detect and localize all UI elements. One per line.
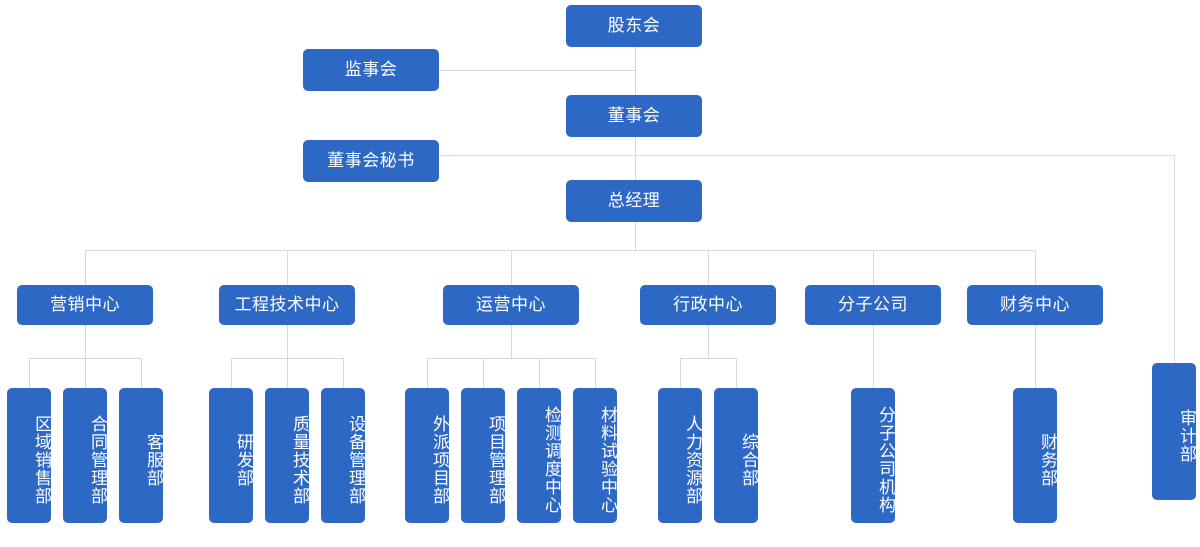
node-dept-material-testing[interactable]: 材料试验中心 — [573, 388, 617, 523]
node-dept-research-development[interactable]: 研发部 — [209, 388, 253, 523]
node-center-marketing-label: 营销中心 — [50, 294, 120, 314]
connector-bus-to-marketing — [85, 250, 86, 285]
node-board-secretary[interactable]: 董事会秘书 — [303, 140, 439, 182]
node-dept-human-resources-label: 人力资源部 — [683, 415, 702, 505]
node-center-subsidiaries-label: 分子公司 — [838, 294, 908, 314]
node-dept-subsidiary-organizations-label: 分子公司机构 — [876, 406, 895, 514]
node-dept-general-affairs-label: 综合部 — [739, 433, 758, 487]
connector-engineering-stem — [287, 325, 288, 358]
connector-gm-to-bus — [635, 222, 636, 250]
node-center-finance-label: 财务中心 — [1000, 294, 1070, 314]
node-dept-quality-technology-label: 质量技术部 — [290, 415, 309, 505]
node-dept-finance-department-label: 财务部 — [1038, 433, 1057, 487]
node-dept-material-testing-label: 材料试验中心 — [598, 406, 617, 514]
node-audit-department-label: 审计部 — [1177, 409, 1196, 463]
node-dept-outsourced-projects-label: 外派项目部 — [430, 415, 449, 505]
node-shareholders-label: 股东会 — [607, 15, 661, 35]
connector-marketing-child-2 — [85, 358, 86, 388]
connector-operations-child-3 — [539, 358, 540, 388]
node-center-operations-label: 运营中心 — [476, 294, 546, 314]
connector-operations-stem — [511, 325, 512, 358]
node-dept-customer-service[interactable]: 客服部 — [119, 388, 163, 523]
connector-subsidiaries-child-1 — [873, 325, 874, 388]
node-dept-project-management-label: 项目管理部 — [486, 415, 505, 505]
node-dept-human-resources[interactable]: 人力资源部 — [658, 388, 702, 523]
connector-marketing-child-1 — [29, 358, 30, 388]
connector-main-bus — [85, 250, 1035, 251]
node-supervisory-board[interactable]: 监事会 — [303, 49, 439, 91]
node-center-engineering[interactable]: 工程技术中心 — [219, 285, 355, 325]
node-dept-general-affairs[interactable]: 综合部 — [714, 388, 758, 523]
node-center-finance[interactable]: 财务中心 — [967, 285, 1103, 325]
connector-engineering-child-2 — [287, 358, 288, 388]
node-dept-equipment-management[interactable]: 设备管理部 — [321, 388, 365, 523]
connector-operations-child-2 — [483, 358, 484, 388]
node-dept-regional-sales-label: 区域销售部 — [32, 415, 51, 505]
node-supervisory-board-label: 监事会 — [344, 59, 398, 79]
node-general-manager[interactable]: 总经理 — [566, 180, 702, 222]
connector-administration-child-2 — [736, 358, 737, 388]
node-center-administration[interactable]: 行政中心 — [640, 285, 776, 325]
node-dept-inspection-scheduling-label: 检测调度中心 — [542, 406, 561, 514]
connector-operations-child-4 — [595, 358, 596, 388]
node-dept-research-development-label: 研发部 — [234, 433, 253, 487]
node-audit-department[interactable]: 审计部 — [1152, 363, 1196, 500]
connector-board-to-gm — [635, 137, 636, 180]
node-center-marketing[interactable]: 营销中心 — [17, 285, 153, 325]
connector-operations-bus — [427, 358, 596, 359]
node-board-secretary-label: 董事会秘书 — [327, 150, 415, 170]
node-dept-subsidiary-organizations[interactable]: 分子公司机构 — [851, 388, 895, 523]
connector-administration-stem — [708, 325, 709, 358]
connector-administration-child-1 — [680, 358, 681, 388]
connector-operations-child-1 — [427, 358, 428, 388]
connector-engineering-child-1 — [231, 358, 232, 388]
connector-bus-to-engineering — [287, 250, 288, 285]
node-dept-equipment-management-label: 设备管理部 — [346, 415, 365, 505]
node-dept-customer-service-label: 客服部 — [144, 433, 163, 487]
node-dept-project-management[interactable]: 项目管理部 — [461, 388, 505, 523]
connector-marketing-stem — [85, 325, 86, 358]
node-dept-inspection-scheduling[interactable]: 检测调度中心 — [517, 388, 561, 523]
node-board-of-directors-label: 董事会 — [607, 105, 661, 125]
node-shareholders[interactable]: 股东会 — [566, 5, 702, 47]
connector-marketing-child-3 — [141, 358, 142, 388]
connector-secretary-to-audit — [440, 155, 1175, 156]
node-center-administration-label: 行政中心 — [673, 294, 743, 314]
node-center-operations[interactable]: 运营中心 — [443, 285, 579, 325]
node-dept-contract-management-label: 合同管理部 — [88, 415, 107, 505]
node-center-engineering-label: 工程技术中心 — [234, 294, 340, 314]
node-dept-outsourced-projects[interactable]: 外派项目部 — [405, 388, 449, 523]
connector-bus-to-finance — [1035, 250, 1036, 285]
connector-administration-bus — [680, 358, 737, 359]
node-dept-finance-department[interactable]: 财务部 — [1013, 388, 1057, 523]
node-center-subsidiaries[interactable]: 分子公司 — [805, 285, 941, 325]
connector-bus-to-operations — [511, 250, 512, 285]
connector-shareholders-to-board — [635, 47, 636, 95]
node-dept-regional-sales[interactable]: 区域销售部 — [7, 388, 51, 523]
node-board-of-directors[interactable]: 董事会 — [566, 95, 702, 137]
node-dept-contract-management[interactable]: 合同管理部 — [63, 388, 107, 523]
connector-finance-child-1 — [1035, 325, 1036, 388]
connector-engineering-child-3 — [343, 358, 344, 388]
connector-bus-to-subsidiaries — [873, 250, 874, 285]
node-general-manager-label: 总经理 — [607, 190, 661, 210]
connector-audit-drop — [1174, 155, 1175, 363]
connector-bus-to-administration — [708, 250, 709, 285]
connector-supervisory-to-trunk — [440, 70, 636, 71]
node-dept-quality-technology[interactable]: 质量技术部 — [265, 388, 309, 523]
